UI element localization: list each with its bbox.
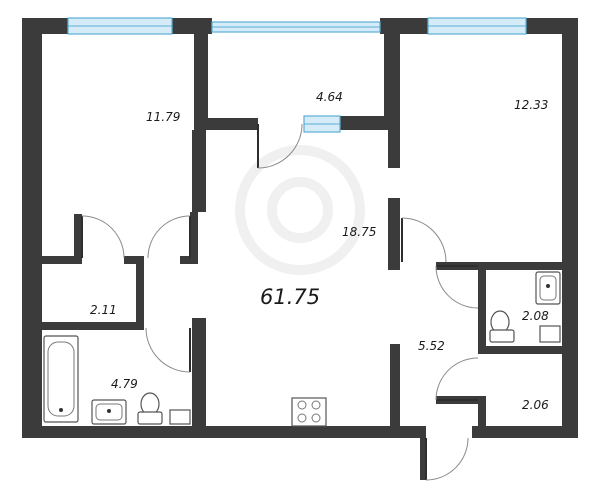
- area-label-storage: 2.11: [90, 303, 117, 317]
- area-label-toilet: 2.08: [522, 309, 549, 323]
- door-left-bedroom: [81, 215, 191, 259]
- stove-icon: [291, 397, 327, 427]
- area-label-living-kitchen: 18.75: [342, 225, 376, 239]
- door-toilet: [435, 265, 479, 309]
- bath-toilet-icon: [137, 392, 163, 425]
- washer-icon: [169, 409, 191, 425]
- bath-sink-icon: [91, 399, 127, 425]
- toilet-icon: [489, 310, 515, 343]
- toilet-room-sink-icon: [535, 271, 561, 305]
- area-label-closet: 2.06: [522, 398, 549, 412]
- bathtub-icon: [43, 335, 79, 423]
- area-label-bathroom: 4.79: [111, 377, 138, 391]
- window-left-bedroom: [67, 17, 173, 35]
- cabinet-icon: [539, 325, 561, 343]
- total-area-label: 61.75: [260, 285, 320, 309]
- door-entrance: [425, 437, 469, 481]
- windows: [67, 17, 527, 133]
- fixtures: [43, 271, 561, 427]
- window-balcony: [211, 21, 381, 33]
- area-label-balcony: 4.64: [316, 90, 343, 104]
- door-bathroom: [145, 327, 191, 373]
- watermark: [235, 145, 365, 275]
- walls: [22, 18, 578, 480]
- room-labels: 11.79 4.64 12.33 18.75 2.11 4.79 2.08 5.…: [90, 90, 549, 412]
- door-right-bedroom: [401, 217, 447, 263]
- window-balcony-door: [303, 115, 341, 133]
- doors: [81, 123, 479, 481]
- window-right-bedroom: [427, 17, 527, 35]
- area-label-hallway: 5.52: [418, 339, 445, 353]
- door-balcony: [257, 123, 303, 169]
- door-closet: [435, 357, 479, 401]
- area-label-bedroom-left: 11.79: [146, 110, 180, 124]
- area-label-bedroom-right: 12.33: [514, 98, 548, 112]
